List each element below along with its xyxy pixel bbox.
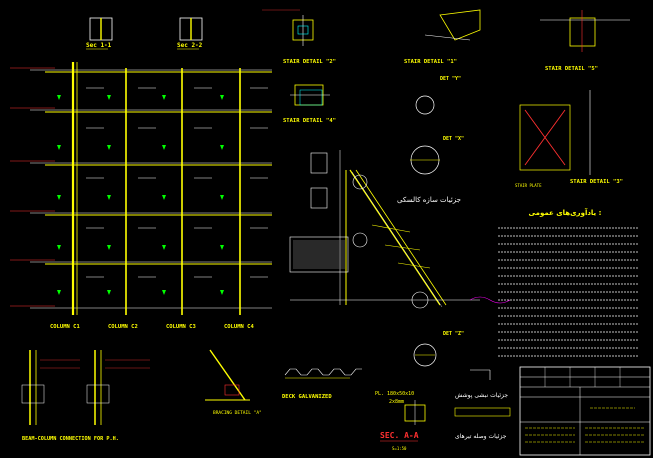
det-x: DET "X" — [410, 136, 464, 175]
sec-a-a-label: SEC. A-A — [380, 431, 419, 440]
det-z-label: DET "Z" — [443, 331, 464, 337]
plate-note-label: PL. 180x50x10 — [375, 391, 414, 397]
deck-galvanized-label: DECK GALVANIZED — [282, 394, 332, 400]
sec-2-label: Sec 2-2 — [177, 42, 203, 49]
top-detail-column — [262, 9, 314, 46]
plate-note2-label: 2x8mm — [389, 399, 404, 405]
fa-label-2: جزئیات وصله تیرهای — [455, 433, 507, 440]
sec-1-label: Sec 1-1 — [86, 42, 112, 49]
stair-detail-5-label: STAIR DETAIL "5" — [545, 66, 598, 72]
bracing-label: BRACING DETAIL "A" — [213, 410, 262, 416]
stair-detail-4: STAIR DETAIL "4" — [283, 89, 336, 124]
title-block — [519, 366, 651, 456]
det-x-label: DET "X" — [443, 136, 464, 142]
beam-column-label: BEAM-COLUMN CONNECTION FOR P.H. — [22, 436, 119, 442]
column-label-c4: COLUMN C4 — [224, 324, 254, 330]
stair-section: جزئیات سازه کالسکی — [289, 150, 511, 309]
stair-detail-2-label: STAIR DETAIL "2" — [283, 59, 336, 65]
stair-detail-1-label: STAIR DETAIL "1" — [404, 59, 457, 65]
notes-title: یادآوری‌های عمومی : — [529, 208, 602, 217]
stair-detail-1: STAIR DETAIL "1" — [404, 9, 481, 65]
beam-column-connection: BEAM-COLUMN CONNECTION FOR P.H. — [21, 350, 150, 442]
stair-detail-2: STAIR DETAIL "2" — [283, 59, 336, 106]
column-label-c3: COLUMN C3 — [166, 324, 196, 330]
det-y-label: DET "Y" — [440, 76, 461, 82]
sec-a-a: PL. 180x50x10 2x8mm SEC. A-A S=1:50 — [375, 391, 426, 451]
fa-label-1: جزئیات نبشی پوشش — [455, 392, 508, 399]
stair-detail-3-label: STAIR DETAIL "3" — [570, 179, 623, 185]
det-z: DET "Z" — [413, 331, 464, 367]
bracing-detail: BRACING DETAIL "A" — [205, 349, 262, 416]
deck-galvanized: DECK GALVANIZED — [282, 368, 362, 400]
stair-detail-4-label: STAIR DETAIL "4" — [283, 118, 336, 124]
column-label-c2: COLUMN C2 — [108, 324, 138, 330]
building-frame: COLUMN C1 COLUMN C2 COLUMN C3 COLUMN C4 — [10, 62, 272, 330]
fa-labels-bottom: جزئیات نبشی پوشش جزئیات وصله تیرهای — [454, 369, 511, 440]
column-label-c1: COLUMN C1 — [50, 324, 80, 330]
stair-detail-3: STAIR PLATE STAIR DETAIL "3" — [515, 90, 623, 188]
sec-a-a-scale: S=1:50 — [392, 446, 407, 451]
stair-parts-label: جزئیات سازه کالسکی — [397, 196, 461, 204]
general-notes: یادآوری‌های عمومی : — [498, 208, 638, 357]
det-y: DET "Y" — [415, 76, 461, 115]
stair-plate-label: STAIR PLATE — [515, 183, 542, 188]
stair-detail-5: STAIR DETAIL "5" — [540, 10, 630, 72]
section-markers: Sec 1-1 Sec 2-2 — [86, 17, 203, 50]
